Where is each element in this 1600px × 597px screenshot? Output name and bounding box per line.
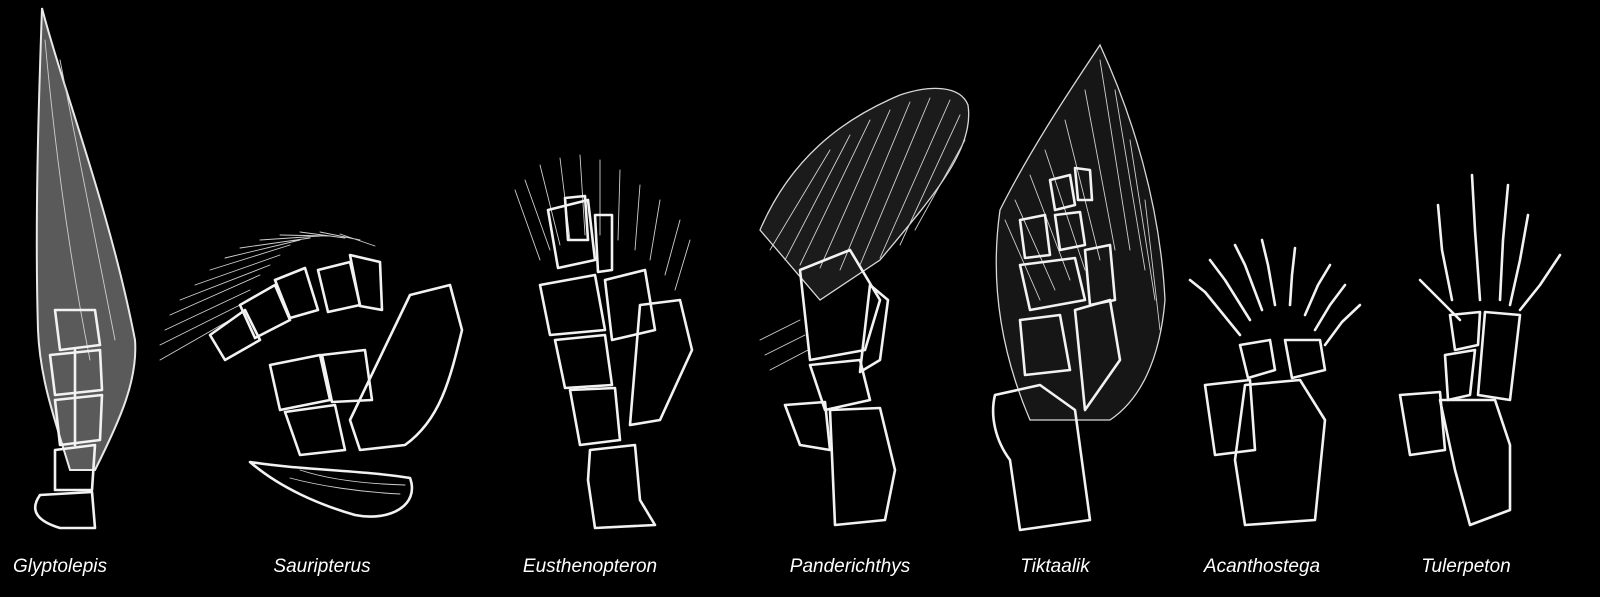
tiktaalik-fin bbox=[993, 45, 1165, 530]
label-sauripterus: Sauripterus bbox=[273, 556, 370, 578]
panderichthys-fin bbox=[760, 88, 969, 525]
acanthostega-limb bbox=[1190, 240, 1360, 525]
eusthenopteron-fin bbox=[515, 155, 692, 528]
label-tulerpeton: Tulerpeton bbox=[1421, 556, 1510, 578]
sauripterus-fin bbox=[160, 232, 462, 517]
glyptolepis-fin bbox=[35, 8, 135, 528]
label-glyptolepis: Glyptolepis bbox=[13, 556, 107, 578]
tulerpeton-limb bbox=[1400, 175, 1560, 525]
label-panderichthys: Panderichthys bbox=[790, 556, 910, 578]
label-eusthenopteron: Eusthenopteron bbox=[523, 556, 657, 578]
label-acanthostega: Acanthostega bbox=[1204, 556, 1320, 578]
label-tiktaalik: Tiktaalik bbox=[1020, 556, 1090, 578]
